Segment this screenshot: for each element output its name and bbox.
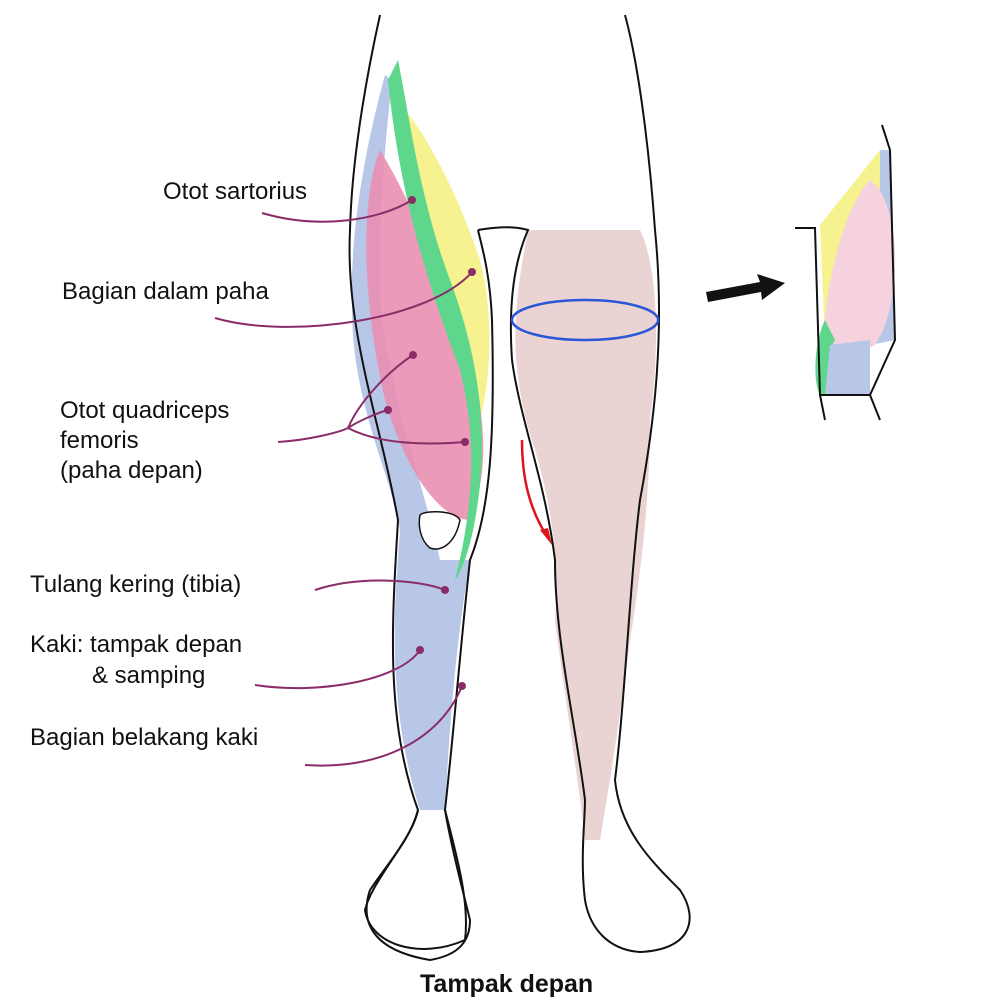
right-leg-shading bbox=[515, 230, 657, 840]
left-foot bbox=[363, 809, 467, 950]
sartorius-green bbox=[388, 60, 482, 580]
label-tibia: Tulang kering (tibia) bbox=[30, 571, 242, 598]
right-leg-outline bbox=[477, 14, 691, 954]
cross-section-ring bbox=[510, 298, 660, 342]
label-quadriceps-3: (paha depan) bbox=[60, 457, 203, 484]
label-inner-thigh: Bagian dalam paha bbox=[62, 278, 269, 305]
label-leg-back: Bagian belakang kaki bbox=[30, 724, 259, 751]
label-sartorius: Otot sartorius bbox=[163, 178, 308, 205]
direction-arrow-head bbox=[540, 528, 552, 545]
label-quadriceps-2: femoris bbox=[60, 427, 139, 454]
leg-blue-region bbox=[351, 75, 470, 810]
thigh-cross-section bbox=[795, 124, 897, 421]
leader-dots bbox=[384, 196, 476, 690]
kneecap bbox=[418, 510, 461, 550]
caption: Tampak depan bbox=[420, 970, 594, 998]
direction-arrow bbox=[520, 439, 550, 539]
label-leg-front-1: Kaki: tampak depan bbox=[30, 631, 243, 658]
left-leg-outline bbox=[348, 14, 494, 962]
quadriceps-pink bbox=[366, 150, 484, 520]
label-leg-front-2: & samping bbox=[92, 662, 206, 689]
black-arrow-icon bbox=[706, 274, 785, 302]
label-quadriceps-1: Otot quadriceps bbox=[60, 397, 230, 424]
